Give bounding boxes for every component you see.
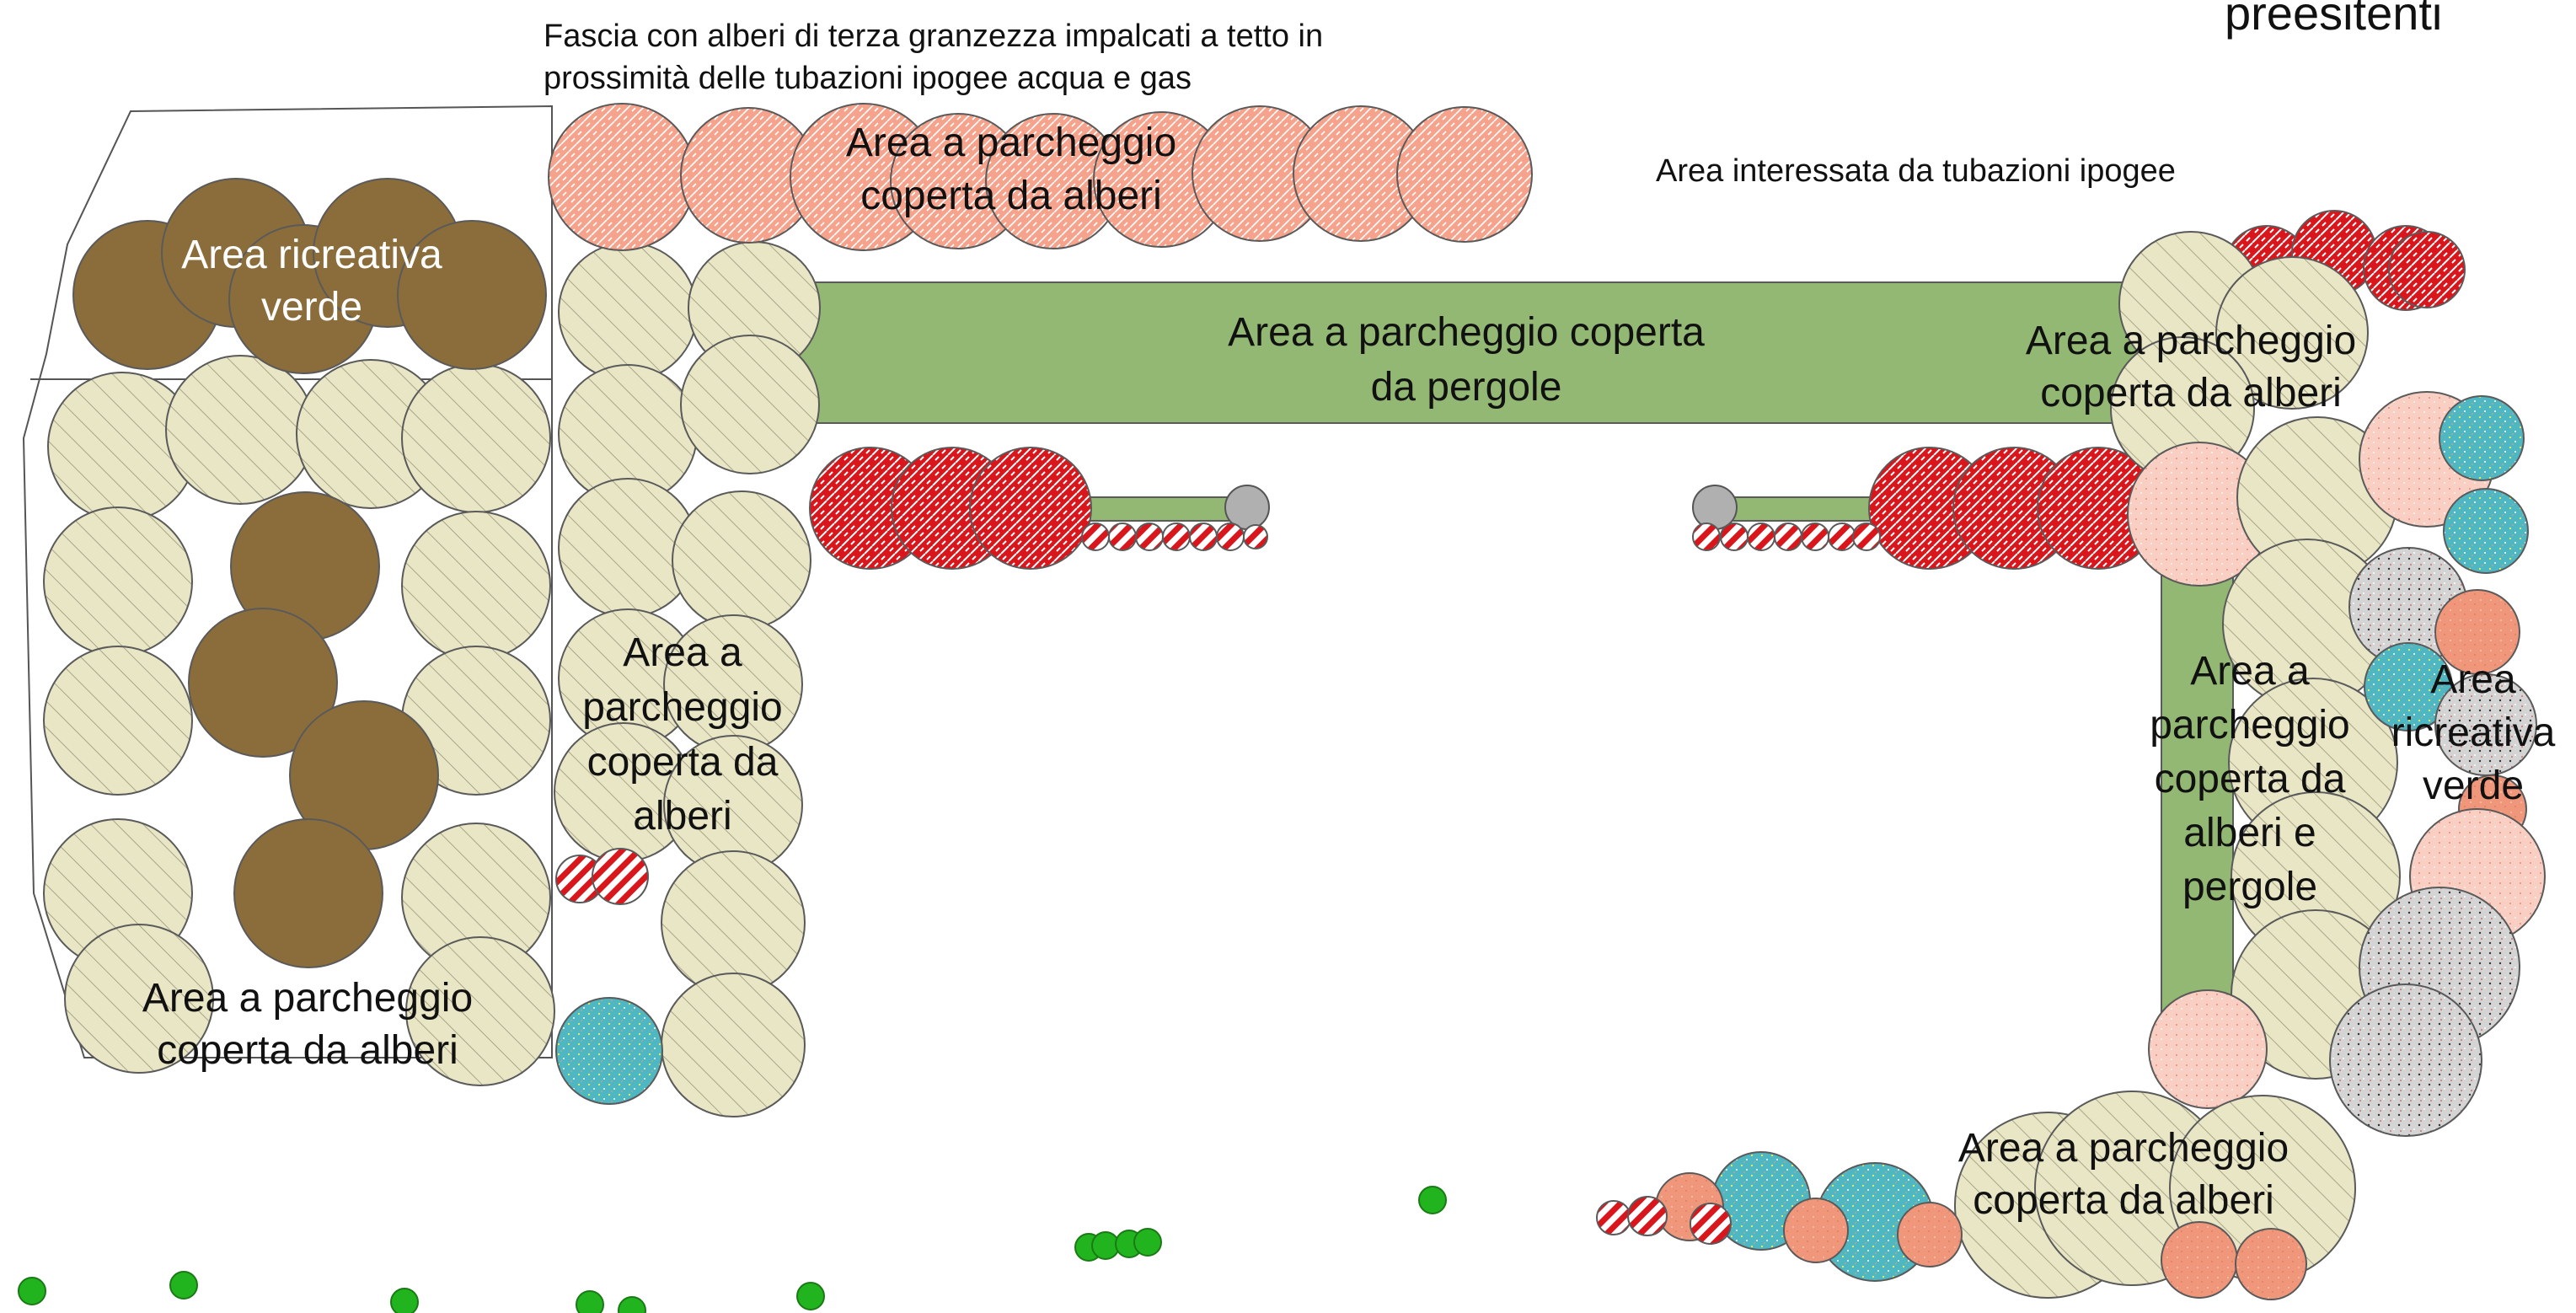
left-parking-label-2: coperta da alberi [157,1028,458,1073]
bottom-right-parking-label-2: coperta da alberi [1973,1178,2274,1223]
recreation-tree-canopy [188,608,338,758]
right-top-parking-label-2: coperta da alberi [2040,371,2342,415]
right-vertical-label-3: coperta da [2155,757,2346,801]
parking-tree-canopy [661,973,806,1117]
top-parking-label-2: coperta da alberi [860,174,1162,218]
striped-shrub [1596,1200,1631,1235]
orange-canopy-tree [1897,1202,1963,1267]
right-recreation-label-2: ricreativa [2391,710,2556,755]
small-green-tree [1418,1186,1447,1214]
pergola-label-2: da pergole [1371,365,1562,410]
recreation-tree-canopy [233,818,383,968]
striped-shrub [1189,523,1218,551]
pink-canopy-tree [2148,989,2268,1109]
parking-tree-canopy [680,335,820,474]
teal-canopy-tree [2439,395,2525,481]
small-green-tree [390,1288,419,1313]
right-top-parking-label-1: Area a parcheggio [2026,319,2356,363]
pergola-stub-left [1086,496,1248,522]
parking-tree-canopy [165,355,315,505]
center-parking-label-1: Area a [623,630,742,675]
right-recreation-label-3: verde [2423,764,2524,808]
note-line-2: prossimità delle tubazioni ipogee acqua … [544,61,1192,96]
right-recreation-label-1: Area [2430,657,2516,702]
teal-canopy-tree [2443,488,2529,574]
recreation-tree-canopy [397,220,547,370]
right-vertical-label-1: Area a [2190,649,2310,694]
right-vertical-label-2: parcheggio [2150,703,2350,748]
center-parking-label-2: parcheggio [582,685,783,730]
striped-shrub [1243,524,1268,549]
parking-tree-canopy [558,242,698,382]
center-parking-label-3: coperta da [587,740,779,785]
corner-text: preesitenti [2225,0,2442,40]
right-vertical-label-5: pergole [2182,865,2317,909]
left-recreation-label-2: verde [261,285,362,330]
striped-shrub [1774,523,1802,551]
striped-shrub [1081,523,1110,551]
small-green-tree [576,1290,604,1313]
left-block-outline [22,105,553,1058]
parking-tree-canopy [64,924,214,1074]
striped-shrub [1852,523,1881,551]
pergola-post-right [1692,485,1738,530]
pergola-label-1: Area a parcheggio coperta [1228,310,1705,355]
top-parking-label-1: Area a parcheggio [846,121,1176,165]
striped-shrub [1108,523,1137,551]
small-green-tree [18,1277,46,1305]
left-recreation-label-1: Area ricreativa [181,233,442,277]
striped-shrub [1627,1196,1668,1236]
parking-tree-canopy [2215,256,2369,410]
pergola-stub-right [1718,496,1880,522]
parking-tree-canopy [672,490,811,630]
left-parking-label-1: Area a parcheggio [142,976,473,1021]
note-line-1: Fascia con alberi di terza granzezza imp… [544,19,1323,54]
bottom-right-parking-label-1: Area a parcheggio [1958,1126,2289,1171]
striped-shrub [1692,523,1721,551]
parking-tree-canopy [405,936,555,1086]
center-parking-label-4: alberi [633,794,731,839]
small-green-tree [796,1282,825,1310]
orange-canopy-tree [1783,1198,1849,1263]
orange-canopy-tree [2161,1221,2238,1299]
low-canopy-tree [1396,106,1533,243]
parking-tree-canopy [401,511,551,661]
right-vertical-label-4: alberi e [2183,811,2316,855]
striped-shrub [1162,523,1191,551]
small-green-tree [1133,1228,1162,1257]
parking-tree-canopy [401,363,551,513]
striped-shrub [1747,523,1775,551]
small-green-tree [169,1271,198,1300]
low-canopy-tree [548,103,696,251]
striped-shrub [1216,523,1245,551]
red-canopy-tree [969,447,1092,570]
parking-tree-canopy [43,646,193,796]
small-green-tree [618,1296,646,1313]
red-canopy-tree [2388,231,2466,308]
pipes-area-label: Area interessata da tubazioni ipogee [1656,153,2176,189]
labels: Fascia con alberi di terza granzezza imp… [142,0,2556,1223]
striped-shrub [1801,523,1829,551]
teal-canopy-tree [555,997,663,1105]
striped-shrub [1690,1203,1732,1245]
grey-canopy-tree [2329,983,2482,1137]
parking-tree-canopy [43,506,193,656]
striped-shrub [1135,523,1164,551]
striped-shrub [1720,523,1749,551]
orange-canopy-tree [2235,1228,2307,1300]
striped-shrub [592,848,649,905]
striped-shrub [1828,523,1856,551]
tree-canopies [18,103,2546,1313]
